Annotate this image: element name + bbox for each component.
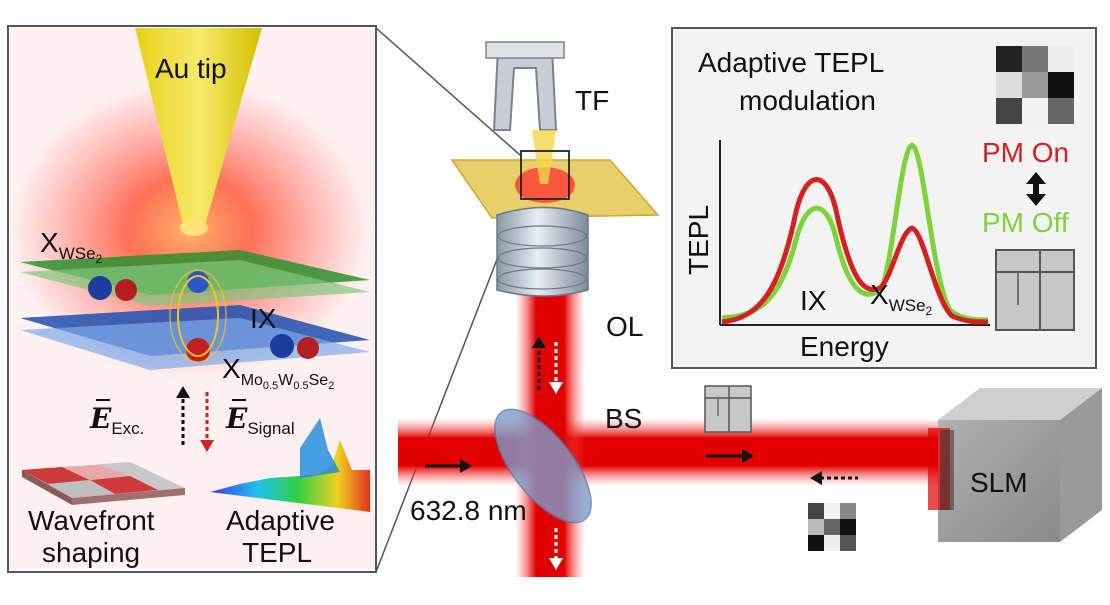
label-wavefront-1: Wavefront <box>28 505 155 536</box>
optics: TF OL BS 632.8 nm <box>398 41 1102 577</box>
tip-small <box>532 130 556 184</box>
label-adaptive-2: TEPL <box>242 537 312 568</box>
inset-pm-on: PM On <box>982 137 1069 168</box>
electron-wse2 <box>88 276 112 300</box>
zoom-line-bottom <box>375 199 521 573</box>
focal-spot <box>515 167 575 203</box>
beam-horizontal <box>398 418 938 486</box>
ix-electron <box>187 271 209 293</box>
phase-mask-off-small <box>704 385 752 433</box>
inset-mask-off <box>995 249 1075 331</box>
left-panel: Au tip XWSe2 IX XMo0.5W0.5Se2 <box>7 25 377 573</box>
ix-ring-2 <box>169 269 227 363</box>
label-wavelength: 632.8 nm <box>410 495 527 526</box>
slm-device <box>928 388 1102 542</box>
label-e-exc: EExc. <box>89 402 144 438</box>
inset-y-label: TEPL <box>683 205 714 275</box>
swap-arrow-shaft <box>1033 184 1039 194</box>
label-wavefront-2: shaping <box>42 537 140 568</box>
label-e-signal: ESignal <box>225 402 295 438</box>
label-slm: SLM <box>970 467 1028 498</box>
hole-wse2 <box>115 279 137 301</box>
inset-title-1: Adaptive TEPL <box>698 47 884 78</box>
exc-arrow-head <box>176 386 190 398</box>
label-x-mowse: XMo0.5W0.5Se2 <box>222 353 334 392</box>
curve-pm-on <box>721 177 989 325</box>
zoom-box <box>520 150 570 200</box>
inset-peak-x: XWSe2 <box>870 279 933 318</box>
label-au-tip: Au tip <box>155 53 227 84</box>
label-ol: OL <box>606 311 643 342</box>
label-ix: IX <box>250 303 277 334</box>
inset-panel: Adaptive TEPL modulation TEPL Energy IX … <box>671 27 1097 369</box>
label-tf: TF <box>575 85 609 116</box>
au-tip <box>135 28 262 225</box>
zoom-line-top <box>375 27 521 156</box>
label-adaptive-1: Adaptive <box>226 505 335 536</box>
ix-ring-1 <box>177 275 219 357</box>
inset-x-label: Energy <box>800 331 889 362</box>
wavefront-pattern <box>22 462 185 505</box>
signal-arrow-head <box>200 440 214 452</box>
electron-mowse <box>270 334 294 358</box>
swap-arrow-up <box>1026 172 1046 184</box>
swap-arrow-down <box>1026 194 1046 206</box>
tip-apex <box>180 220 208 236</box>
label-x-wse2: XWSe2 <box>40 227 103 266</box>
tuning-fork <box>485 41 565 131</box>
phase-mask-on-small <box>808 503 856 551</box>
label-bs: BS <box>605 403 642 434</box>
inset-pm-off: PM Off <box>982 207 1069 238</box>
inset-mask-on <box>996 46 1074 124</box>
inset-peak-ix: IX <box>800 285 827 316</box>
hole-mowse <box>297 337 319 359</box>
objective-lens <box>496 206 589 297</box>
inset-title-2: modulation <box>739 85 876 116</box>
beam-splitter <box>494 408 592 524</box>
ix-hole <box>186 338 210 362</box>
adaptive-spectra <box>210 418 370 512</box>
